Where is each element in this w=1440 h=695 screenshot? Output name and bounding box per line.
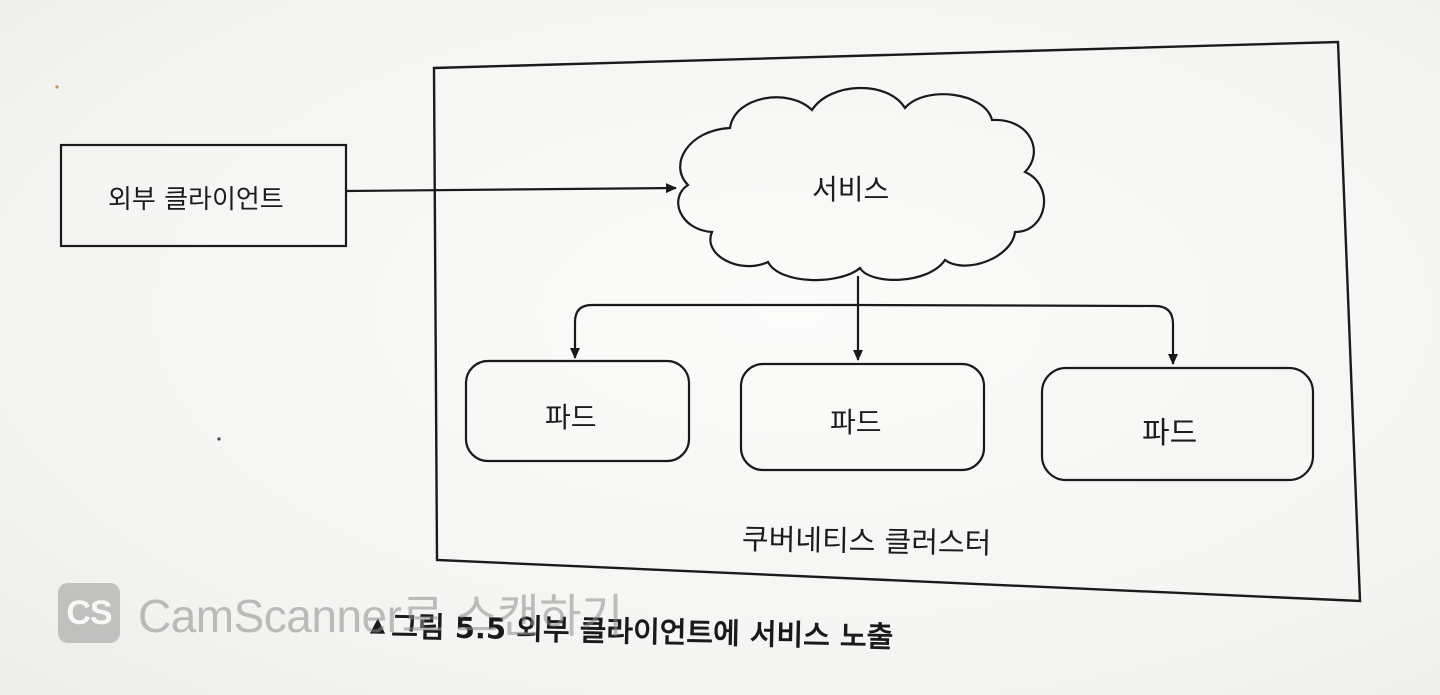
scan-speck (217, 437, 221, 441)
pod-box-3 (1040, 366, 1315, 482)
pod-label-1: 파드 (545, 401, 597, 434)
pod-box-1 (464, 359, 691, 463)
scan-speck (55, 85, 59, 89)
pod-box-2 (739, 362, 986, 472)
external-client-label: 외부 클라이언트 (108, 185, 284, 215)
service-label: 서비스 (812, 173, 890, 206)
camscanner-logo-icon: CS (58, 583, 120, 643)
pod-label-3: 파드 (1142, 416, 1198, 451)
cluster-boundary (432, 40, 1362, 603)
camscanner-watermark: CS CamScanner로 스캔하기 (58, 580, 623, 646)
service-to-pod-1-arrow (570, 303, 858, 359)
client-to-service-arrow (345, 183, 677, 194)
external-client-box (59, 143, 348, 248)
pod-label-2: 파드 (830, 406, 882, 439)
service-cloud (677, 86, 1046, 282)
cluster-label: 쿠버네티스 클러스터 (741, 522, 992, 561)
camscanner-watermark-text: CamScanner로 스캔하기 (138, 590, 623, 642)
service-to-pod-3-arrow (857, 303, 1178, 365)
